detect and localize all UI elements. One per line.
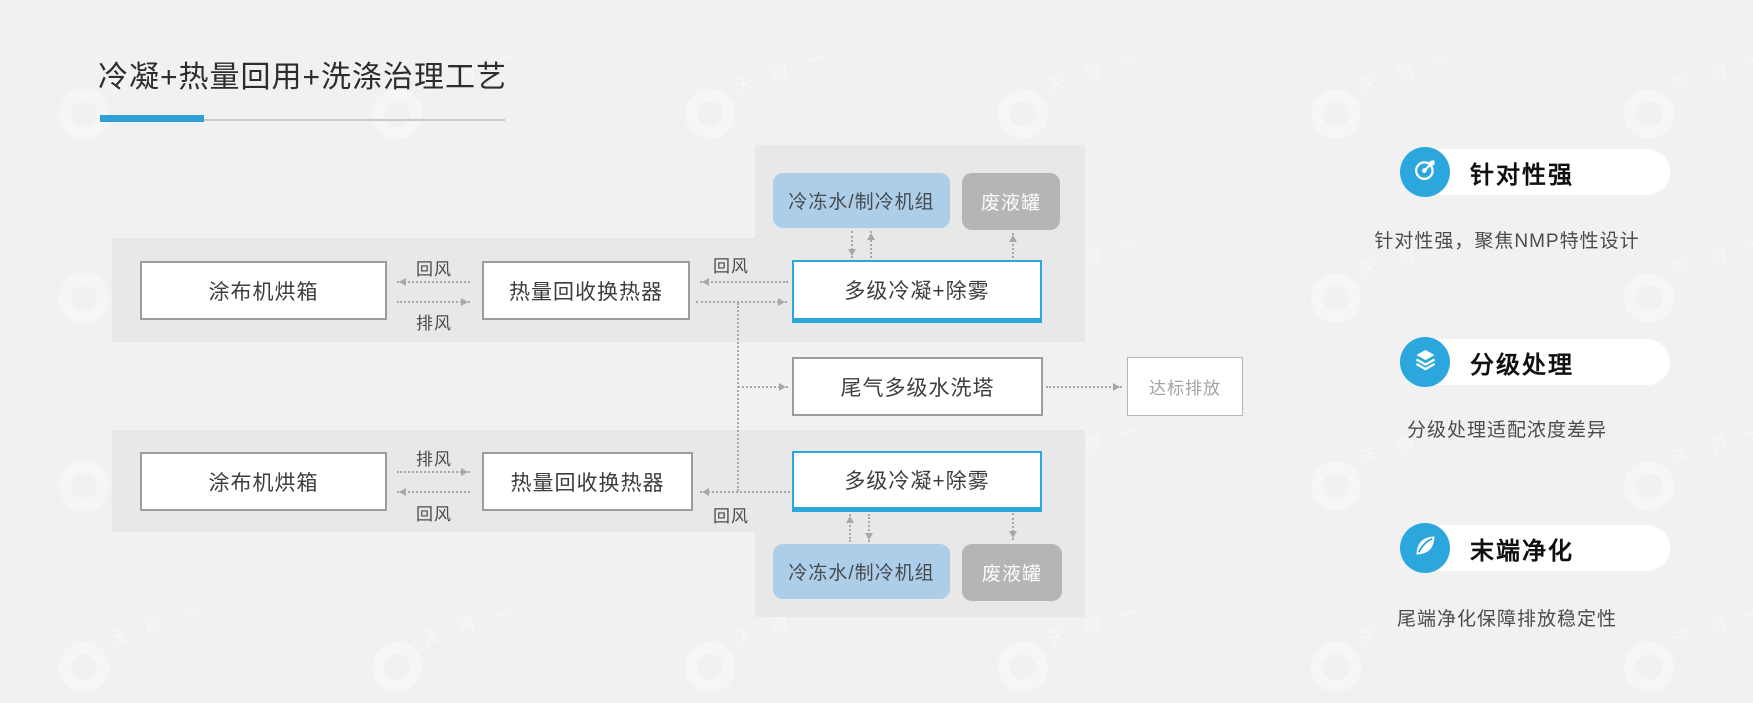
arrow-exhaust-2a: [397, 468, 470, 476]
node-scrubber-tower: 尾气多级水洗塔: [792, 357, 1043, 416]
arrow-return-air-2a: [397, 488, 470, 496]
title-accent-bar: [100, 115, 204, 122]
node-chiller-unit-1: 冷冻水/制冷机组: [773, 173, 950, 228]
arrow-exhaust-1a: [397, 298, 470, 306]
label-return-air-1a: 回风: [416, 260, 452, 279]
label-return-air-1b: 回风: [713, 257, 749, 276]
target-icon: [1412, 156, 1439, 188]
feature-3-desc: 尾端净化保障排放稳定性: [1396, 609, 1617, 630]
arrow-chiller2-to-cond2: [846, 514, 854, 542]
layers-icon: [1412, 346, 1439, 378]
node-heat-exchanger-1: 热量回收换热器: [482, 261, 690, 320]
feature-2-pill: 分级处理: [1416, 339, 1670, 385]
arrow-cond2-to-waste2: [1009, 513, 1017, 540]
label-return-air-2b: 回风: [713, 507, 749, 526]
feature-2-badge: [1400, 337, 1450, 387]
feature-1-title: 针对性强: [1470, 161, 1574, 189]
arrow-cond1-to-chiller1: [867, 231, 875, 258]
label-exhaust-2a: 排风: [416, 450, 452, 469]
feature-3-badge: [1400, 523, 1450, 573]
arrow-to-scrubber: [738, 383, 788, 391]
feature-3-pill: 末端净化: [1416, 525, 1670, 571]
arrow-to-discharge: [1046, 383, 1122, 391]
node-waste-tank-2: 废液罐: [962, 544, 1062, 601]
label-exhaust-1a: 排风: [416, 314, 452, 333]
feature-2-desc: 分级处理适配浓度差异: [1406, 420, 1607, 441]
node-coater-oven-2: 涂布机烘箱: [140, 452, 387, 511]
feature-3-title: 末端净化: [1470, 537, 1574, 565]
arrow-exhaust-1b: [696, 298, 787, 306]
feature-1-pill: 针对性强: [1416, 149, 1670, 195]
node-compliant-discharge: 达标排放: [1127, 357, 1243, 416]
arrow-return-air-2b: [700, 488, 790, 496]
node-coater-oven-1: 涂布机烘箱: [140, 261, 387, 320]
node-condenser-demister-2: 多级冷凝+除雾: [792, 451, 1042, 512]
arrow-return-air-1a: [397, 278, 470, 286]
title-divider: [100, 119, 505, 121]
feature-1-desc: 针对性强，聚焦NMP特性设计: [1374, 231, 1640, 252]
feature-2-title: 分级处理: [1470, 351, 1574, 379]
label-return-air-2a: 回风: [416, 505, 452, 524]
node-chiller-unit-2: 冷冻水/制冷机组: [773, 544, 950, 599]
line-exhaust-trunk: [737, 303, 739, 491]
leaf-icon: [1412, 532, 1439, 564]
feature-1-badge: [1400, 147, 1450, 197]
arrow-cond1-to-waste1: [1009, 233, 1017, 258]
arrow-chiller1-to-cond1: [848, 231, 856, 258]
arrow-return-air-1b: [700, 278, 788, 286]
arrow-cond2-to-chiller2: [865, 514, 873, 542]
page-title: 冷凝+热量回用+洗涤治理工艺: [98, 61, 508, 94]
node-heat-exchanger-2: 热量回收换热器: [482, 452, 693, 511]
node-waste-tank-1: 废液罐: [962, 173, 1060, 230]
node-condenser-demister-1: 多级冷凝+除雾: [792, 260, 1042, 323]
